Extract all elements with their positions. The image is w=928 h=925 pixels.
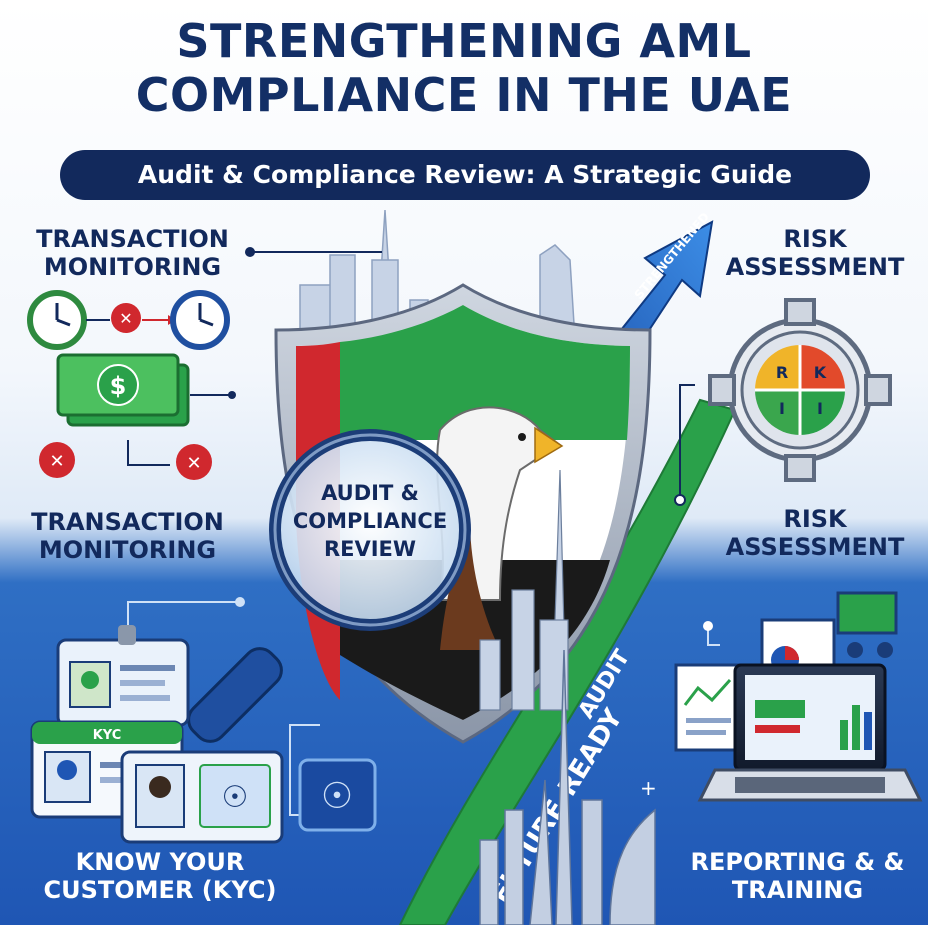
reject-icon: ✕ bbox=[176, 444, 212, 480]
lens-line-3: REVIEW bbox=[324, 537, 416, 561]
fingerprint-icon: ☉ bbox=[298, 758, 377, 832]
foreground-skyline bbox=[479, 649, 656, 925]
label-risk-assessment-bottom: RISK ASSESSMENT bbox=[725, 505, 905, 561]
svg-text:I: I bbox=[817, 399, 823, 418]
gear-icon: R K I I bbox=[708, 298, 892, 482]
lens-line-1: AUDIT & bbox=[321, 481, 419, 505]
svg-text:✕: ✕ bbox=[186, 453, 201, 474]
label-risk-assessment-top: RISK ASSESSMENT bbox=[725, 225, 905, 281]
label-transaction-monitoring-bottom: TRANSACTION MONITORING bbox=[31, 508, 224, 564]
title-line-2: COMPLIANCE IN THE UAE bbox=[135, 68, 793, 122]
svg-text:+: + bbox=[640, 776, 657, 800]
clock-icon bbox=[170, 290, 230, 350]
fingerprint-icon: ☉ bbox=[222, 780, 249, 815]
svg-text:R: R bbox=[776, 363, 788, 382]
money-icon: $ bbox=[56, 353, 190, 427]
svg-text:$: $ bbox=[110, 372, 127, 400]
svg-text:☉: ☉ bbox=[321, 776, 353, 817]
transaction-monitoring-icons: ✕ $ ✕ ✕ bbox=[27, 247, 382, 480]
magnifying-glass: AUDIT & COMPLIANCE REVIEW bbox=[187, 429, 471, 743]
svg-text:I: I bbox=[779, 399, 785, 418]
title-line-1: STRENGTHENING AML bbox=[176, 14, 752, 68]
report-document-icon bbox=[674, 663, 743, 752]
reject-icon: ✕ bbox=[39, 442, 75, 478]
laptop-icon bbox=[697, 663, 923, 802]
svg-text:K: K bbox=[814, 363, 827, 382]
lens-line-2: COMPLIANCE bbox=[293, 509, 447, 533]
id-card-icon: ☉ bbox=[120, 750, 284, 844]
kyc-icons: KYC ☉ ☉ bbox=[30, 597, 377, 844]
reject-icon: ✕ bbox=[111, 303, 141, 333]
svg-text:KYC: KYC bbox=[93, 728, 122, 743]
id-card-icon bbox=[56, 625, 190, 727]
label-kyc: KNOW YOUR CUSTOMER (KYC) bbox=[43, 848, 277, 904]
svg-text:✕: ✕ bbox=[119, 309, 132, 328]
label-transaction-monitoring-top: TRANSACTION MONITORING bbox=[36, 225, 229, 281]
svg-text:✕: ✕ bbox=[49, 451, 64, 472]
page-title: STRENGTHENING AML COMPLIANCE IN THE UAE bbox=[0, 14, 928, 122]
clock-icon bbox=[27, 290, 87, 350]
label-reporting-training: REPORTING & & TRAINING bbox=[690, 848, 905, 904]
reporting-icons: + bbox=[640, 591, 923, 802]
subtitle-banner: Audit & Compliance Review: A Strategic G… bbox=[60, 150, 870, 200]
